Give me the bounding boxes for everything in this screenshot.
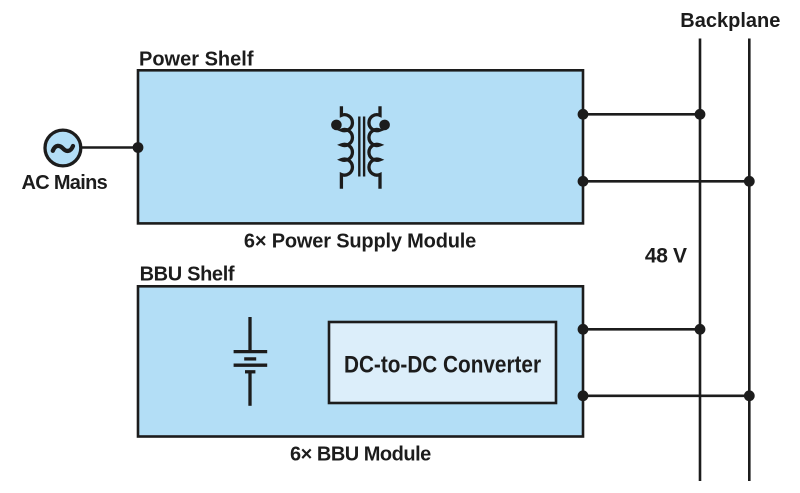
svg-text:AC Mains: AC Mains (22, 172, 108, 194)
svg-text:6× Power Supply Module: 6× Power Supply Module (244, 230, 476, 252)
svg-text:6× BBU Module: 6× BBU Module (290, 444, 431, 466)
svg-text:48 V: 48 V (645, 244, 687, 267)
svg-text:Power Shelf: Power Shelf (139, 49, 254, 71)
svg-text:BBU Shelf: BBU Shelf (140, 263, 235, 285)
svg-text:Backplane: Backplane (680, 10, 780, 32)
svg-text:DC-to-DC Converter: DC-to-DC Converter (344, 351, 541, 378)
